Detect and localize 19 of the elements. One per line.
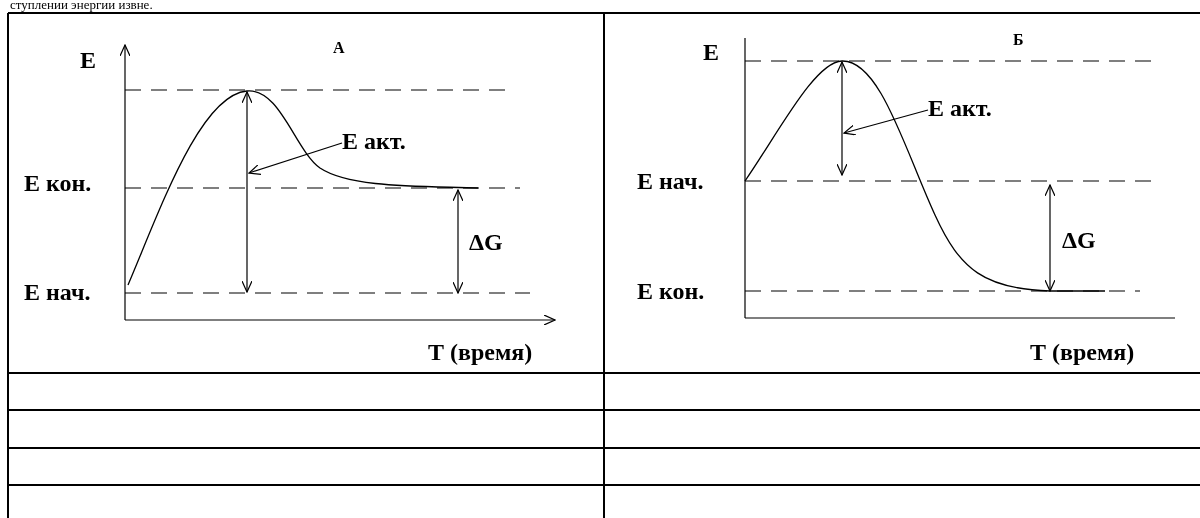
axis-label: Е [80, 48, 96, 72]
axis-label: Т (время) [428, 340, 533, 364]
delta-g-label: ΔG [1062, 228, 1096, 252]
energy-level-label: Е нач. [24, 280, 91, 304]
energy-level-label: Е нач. [637, 169, 704, 193]
axis-label: Т (время) [1030, 340, 1135, 364]
leader-line [248, 142, 343, 175]
energy-level-label: Е кон. [637, 279, 705, 303]
delta-g-label: ΔG [469, 230, 503, 254]
body-text: ступлении энергии извне. [10, 0, 153, 11]
callout-label: Е акт. [342, 129, 406, 153]
energy-level-label: Е кон. [24, 171, 92, 195]
axis-label: Е [703, 40, 719, 64]
callout-label: Е акт. [928, 96, 992, 120]
panel-label: Б [1013, 32, 1024, 48]
panel-label: А [333, 40, 345, 56]
dimension-arrow [241, 91, 253, 293]
dimension-arrow [836, 61, 848, 176]
leader-line [843, 109, 929, 136]
